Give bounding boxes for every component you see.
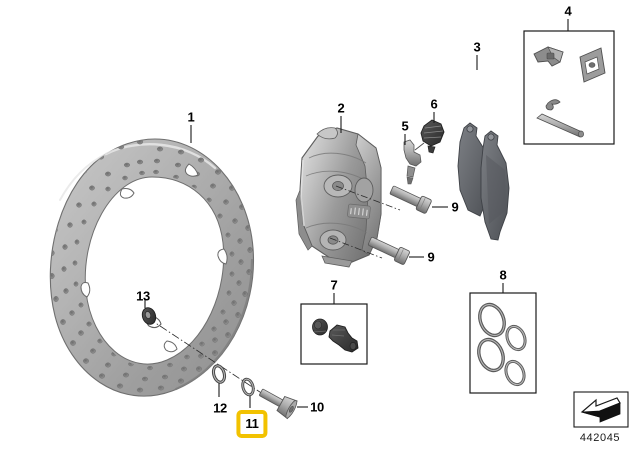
callout-1: 1 xyxy=(187,109,195,125)
callout-8: 8 xyxy=(499,267,507,283)
callout-10: 10 xyxy=(310,399,324,415)
diagram-part-number: 442045 xyxy=(579,432,621,444)
callout-9-upper: 9 xyxy=(451,199,459,215)
collar-bushing-group xyxy=(141,300,157,325)
callout-9-lower: 9 xyxy=(427,249,435,265)
brake-disc-group xyxy=(49,138,255,397)
bleeder-valve-group xyxy=(403,139,425,185)
spring-clip xyxy=(545,99,561,111)
shim-plate xyxy=(579,47,606,83)
caliper-bolt-upper-group xyxy=(335,185,448,214)
callout-2: 2 xyxy=(337,100,345,116)
callout-5: 5 xyxy=(401,118,409,134)
washer-outer-group xyxy=(211,364,227,397)
callout-11-highlighted[interactable]: 11 xyxy=(236,410,268,438)
callout-6: 6 xyxy=(430,96,438,112)
rubber-cap xyxy=(312,318,328,336)
callout-3: 3 xyxy=(473,39,481,55)
retaining-kit-box-group xyxy=(523,30,615,145)
long-pin xyxy=(536,113,584,138)
seal-ring-set-box-group xyxy=(469,292,537,394)
plug-set-box-group xyxy=(300,303,368,365)
callout-7: 7 xyxy=(330,277,338,293)
disc-mount-slots xyxy=(80,163,228,353)
washer-inner-group xyxy=(241,377,255,408)
direction-icon-group xyxy=(573,391,629,428)
callout-13: 13 xyxy=(136,288,150,304)
callout-12: 12 xyxy=(213,400,227,416)
bracket-clip xyxy=(533,46,564,67)
disc-hardware-group xyxy=(141,300,308,420)
disc-screw-group xyxy=(259,388,308,420)
plug-screw xyxy=(328,324,359,353)
caliper-bolt-lower-group xyxy=(329,236,424,265)
callout-4: 4 xyxy=(564,3,572,19)
brake-pad-set-group xyxy=(457,122,510,241)
leader-lines xyxy=(190,19,569,304)
brake-caliper-group xyxy=(295,127,382,268)
banjo-fitting-group xyxy=(420,119,445,154)
